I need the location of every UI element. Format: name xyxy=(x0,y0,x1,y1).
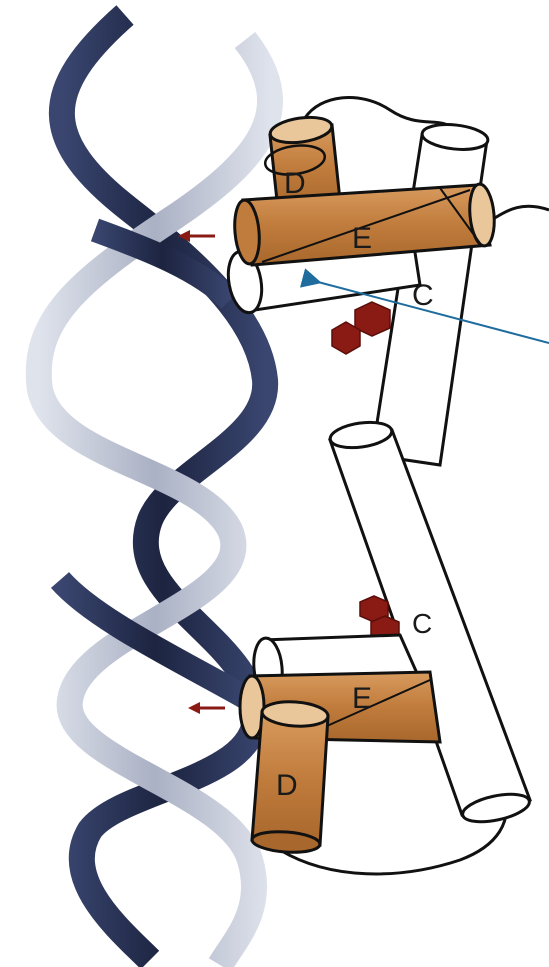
loop-e-tail-upper xyxy=(488,206,549,222)
upper-ligand-icon xyxy=(332,302,390,354)
upper-helix-c: C xyxy=(372,122,489,465)
lower-left-arrow-icon xyxy=(188,702,225,714)
lower-helix-e-label: E xyxy=(352,682,372,715)
lower-helix-d: D xyxy=(251,700,328,855)
lower-helix-d-label: D xyxy=(276,769,298,802)
lower-helix-c-label: C xyxy=(412,608,432,639)
upper-helix-e-label: E xyxy=(352,222,372,255)
lower-helix-c: C xyxy=(329,419,532,827)
dna-double-helix xyxy=(39,15,270,965)
